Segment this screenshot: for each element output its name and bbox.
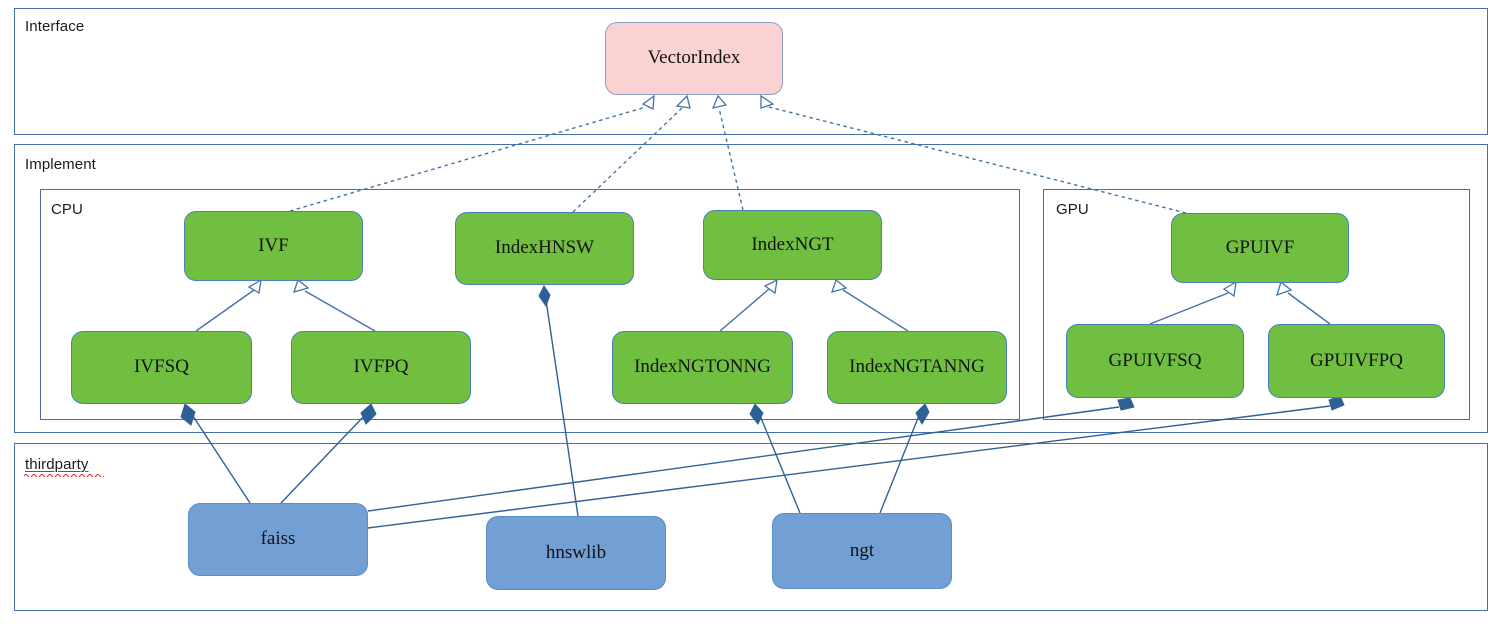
panel-thirdparty-label: thirdparty xyxy=(25,456,89,473)
node-indexngtonng[interactable]: IndexNGTONNG xyxy=(612,331,793,404)
node-gpuivf[interactable]: GPUIVF xyxy=(1171,213,1349,283)
node-ivfsq[interactable]: IVFSQ xyxy=(71,331,252,404)
node-indexngtanng[interactable]: IndexNGTANNG xyxy=(827,331,1007,404)
node-ngt[interactable]: ngt xyxy=(772,513,952,589)
node-indexhnsw[interactable]: IndexHNSW xyxy=(455,212,634,285)
node-ivf[interactable]: IVF xyxy=(184,211,363,281)
panel-gpu-label: GPU xyxy=(1056,201,1089,218)
node-gpuivfsq[interactable]: GPUIVFSQ xyxy=(1066,324,1244,398)
node-gpuivfpq[interactable]: GPUIVFPQ xyxy=(1268,324,1445,398)
panel-interface xyxy=(14,8,1488,135)
node-indexngt[interactable]: IndexNGT xyxy=(703,210,882,280)
node-ivfpq[interactable]: IVFPQ xyxy=(291,331,471,404)
node-faiss[interactable]: faiss xyxy=(188,503,368,576)
panel-cpu-label: CPU xyxy=(51,201,83,218)
panel-implement-label: Implement xyxy=(25,156,96,173)
node-vectorindex[interactable]: VectorIndex xyxy=(605,22,783,95)
panel-interface-label: Interface xyxy=(25,18,85,35)
node-hnswlib[interactable]: hnswlib xyxy=(486,516,666,590)
spellcheck-squiggle-icon xyxy=(24,473,104,477)
